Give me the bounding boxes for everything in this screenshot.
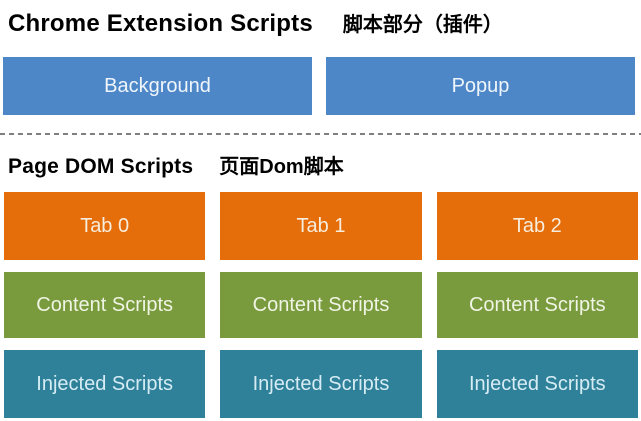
content-scripts-box-1: Content Scripts <box>220 272 422 338</box>
extension-title-en: Chrome Extension Scripts <box>8 10 313 37</box>
content-scripts-row: Content Scripts Content Scripts Content … <box>4 272 638 338</box>
injected-scripts-box-1: Injected Scripts <box>220 350 422 418</box>
page-dom-title-zh: 页面Dom脚本 <box>219 156 344 178</box>
extension-section-header: Chrome Extension Scripts 脚本部分（插件） <box>8 8 503 38</box>
tabs-row: Tab 0 Tab 1 Tab 2 <box>4 192 638 260</box>
tab-2-box: Tab 2 <box>436 192 638 260</box>
popup-box: Popup <box>326 57 635 115</box>
background-box: Background <box>3 57 312 115</box>
page-dom-title-en: Page DOM Scripts <box>8 155 194 178</box>
extension-title-zh: 脚本部分（插件） <box>342 14 503 36</box>
content-scripts-box-0: Content Scripts <box>4 272 206 338</box>
page-dom-section-header: Page DOM Scripts 页面Dom脚本 <box>8 150 344 179</box>
injected-scripts-box-0: Injected Scripts <box>4 350 206 418</box>
extension-boxes-row: Background Popup <box>3 57 635 115</box>
injected-scripts-row: Injected Scripts Injected Scripts Inject… <box>4 350 638 418</box>
tab-1-box: Tab 1 <box>220 192 422 260</box>
tab-0-box: Tab 0 <box>4 192 206 260</box>
injected-scripts-box-2: Injected Scripts <box>436 350 638 418</box>
content-scripts-box-2: Content Scripts <box>436 272 638 338</box>
section-divider <box>0 133 641 135</box>
